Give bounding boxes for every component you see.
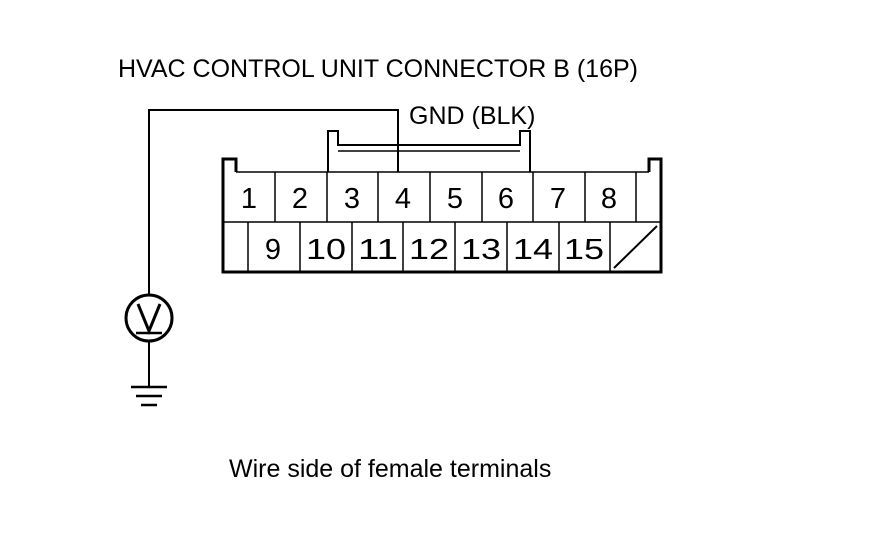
voltmeter-v-glyph (136, 303, 162, 335)
voltmeter-icon (124, 293, 174, 343)
pin-number: 4 (395, 183, 411, 215)
bottom-row-pins: 9 10 11 12 13 14 15 (265, 234, 604, 266)
diagram-caption: Wire side of female terminals (229, 455, 551, 483)
probe-wire (148, 109, 399, 295)
pin-number: 14 (513, 234, 553, 266)
top-row-dividers (274, 172, 637, 222)
bottom-row-dividers (247, 222, 611, 272)
pin-number: 8 (601, 183, 617, 215)
pin-number: 2 (292, 183, 308, 215)
pin-number: 9 (265, 234, 281, 266)
pin-number: 6 (498, 183, 514, 215)
pin-number: 10 (306, 234, 346, 266)
top-row-pins: 1 2 3 4 5 6 7 8 (241, 183, 617, 215)
ground-icon (131, 385, 167, 407)
pin-number: 7 (550, 183, 566, 215)
gnd-label: GND (BLK) (409, 102, 535, 130)
pin-number: 15 (564, 234, 604, 266)
diagram-title: HVAC CONTROL UNIT CONNECTOR B (16P) (118, 55, 638, 83)
pin-number: 3 (344, 183, 360, 215)
pin-number: 1 (241, 183, 257, 215)
unused-cavity-slash (613, 225, 658, 269)
pin-number: 13 (461, 234, 501, 266)
connector-housing (221, 157, 663, 274)
connector-lock-tab (327, 130, 531, 172)
pin-number: 5 (447, 183, 463, 215)
pin-number: 11 (358, 234, 398, 266)
pin-number: 12 (409, 234, 449, 266)
